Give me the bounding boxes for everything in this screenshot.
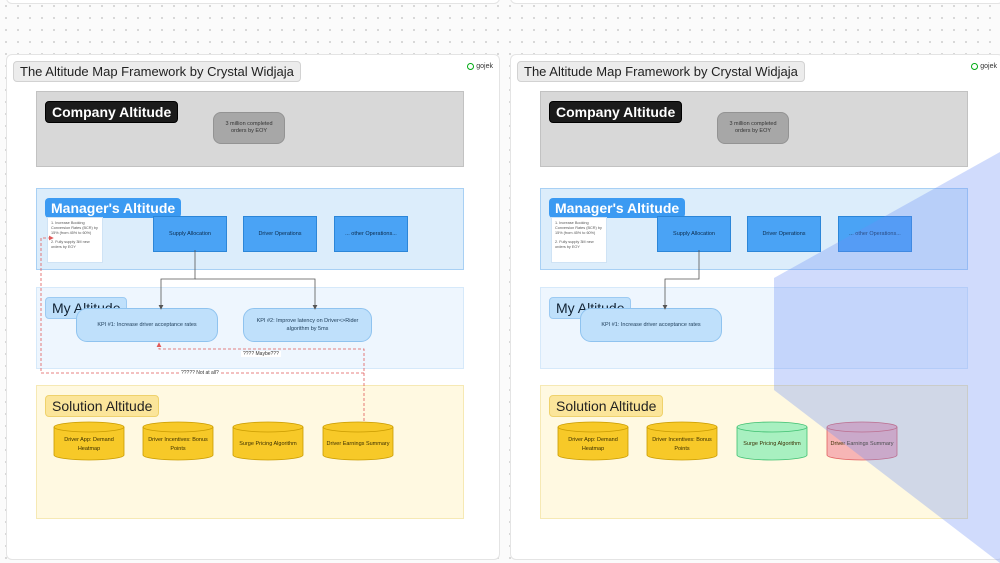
solution-item[interactable]: Surge Pricing Algorithm — [232, 421, 304, 462]
company-altitude-label: Company Altitude — [45, 101, 179, 123]
company-altitude-band: Company Altitude 3 million completed ord… — [540, 91, 968, 167]
manager-note-1: 1. Increase Booking Conversion Rates (BC… — [555, 221, 602, 235]
brand-logo: gojek — [467, 63, 493, 70]
cylinder-top — [736, 421, 808, 433]
cylinder-body — [646, 427, 718, 461]
solution-item-label: Driver Earnings Summary — [830, 441, 894, 448]
company-altitude-label: Company Altitude — [549, 101, 683, 123]
cylinder-body — [232, 427, 304, 461]
cylinder-top — [142, 421, 214, 433]
solution-item[interactable]: Driver App: Demand Heatmap — [557, 421, 629, 462]
solution-item-label: Driver Incentives: Bonus Points — [652, 437, 712, 452]
brand-name: gojek — [980, 63, 997, 70]
frame-altitude-map-2[interactable]: The Altitude Map Framework by Crystal Wi… — [510, 54, 1000, 560]
company-goal[interactable]: 3 million completed orders by EOY — [717, 112, 789, 144]
board-top-right — [510, 0, 1000, 4]
solution-altitude-label: Solution Altitude — [549, 395, 664, 417]
solution-item[interactable]: Driver Earnings Summary — [826, 421, 898, 462]
connector-label-not-at-all: ????? Not at all? — [179, 370, 221, 376]
kpi-2[interactable]: KPI #2: Improve latency on Driver<>Rider… — [243, 308, 372, 342]
solution-item-label: Driver Incentives: Bonus Points — [148, 437, 208, 452]
op-driver-operations[interactable]: Driver Operations — [243, 216, 317, 252]
solution-item[interactable]: Driver Earnings Summary — [322, 421, 394, 462]
solution-item-label: Surge Pricing Algorithm — [239, 441, 297, 448]
manager-note-1: 1. Increase Booking Conversion Rates (BC… — [51, 221, 98, 235]
cylinder-top — [232, 421, 304, 433]
cylinder-top — [646, 421, 718, 433]
cylinder-body — [557, 427, 629, 461]
gojek-logo-icon — [467, 63, 475, 70]
cylinder-top — [322, 421, 394, 433]
my-altitude-band: My Altitude KPI #1: Increase driver acce… — [540, 287, 968, 369]
cylinder-shape — [557, 421, 629, 461]
op-supply-allocation[interactable]: Supply Allocation — [657, 216, 731, 252]
cylinder-shape — [232, 421, 304, 461]
cylinder-shape — [736, 421, 808, 461]
manager-note-2: 2. Fully supply 3M new orders by EOY — [555, 239, 594, 249]
connector-label-maybe: ???? Maybe??? — [241, 351, 281, 357]
solution-item[interactable]: Surge Pricing Algorithm — [736, 421, 808, 462]
brand-name: gojek — [476, 63, 493, 70]
cylinder-body — [736, 427, 808, 461]
op-other-operations[interactable]: ... other Operations... — [838, 216, 912, 252]
cylinder-shape — [53, 421, 125, 461]
solution-item-label: Driver Earnings Summary — [326, 441, 390, 448]
cylinder-body — [142, 427, 214, 461]
cylinder-top — [557, 421, 629, 433]
solution-item[interactable]: Driver App: Demand Heatmap — [53, 421, 125, 462]
cylinder-top — [53, 421, 125, 433]
cylinder-top — [826, 421, 898, 433]
cylinder-shape — [826, 421, 898, 461]
manager-notes[interactable]: 1. Increase Booking Conversion Rates (BC… — [47, 217, 103, 263]
frame-altitude-map-1[interactable]: The Altitude Map Framework by Crystal Wi… — [6, 54, 500, 560]
cylinder-body — [826, 427, 898, 461]
kpi-1[interactable]: KPI #1: Increase driver acceptance rates — [580, 308, 722, 342]
solution-item-label: Surge Pricing Algorithm — [743, 441, 801, 448]
board-top-left — [6, 0, 500, 4]
solution-item[interactable]: Driver Incentives: Bonus Points — [142, 421, 214, 462]
gojek-logo-icon — [971, 63, 979, 70]
manager-note-2: 2. Fully supply 3M new orders by EOY — [51, 239, 90, 249]
manager-altitude-label: Manager's Altitude — [549, 198, 686, 218]
manager-altitude-label: Manager's Altitude — [45, 198, 182, 218]
cylinder-body — [322, 427, 394, 461]
solution-item[interactable]: Driver Incentives: Bonus Points — [646, 421, 718, 462]
manager-notes[interactable]: 1. Increase Booking Conversion Rates (BC… — [551, 217, 607, 263]
cylinder-shape — [322, 421, 394, 461]
solution-item-label: Driver App: Demand Heatmap — [568, 437, 618, 452]
op-supply-allocation[interactable]: Supply Allocation — [153, 216, 227, 252]
op-other-operations[interactable]: ... other Operations... — [334, 216, 408, 252]
solution-altitude-label: Solution Altitude — [45, 395, 160, 417]
cylinder-shape — [142, 421, 214, 461]
solution-altitude-band: Solution Altitude Driver App: Demand Hea… — [36, 385, 464, 519]
solution-altitude-band: Solution Altitude Driver App: Demand Hea… — [540, 385, 968, 519]
manager-altitude-band: Manager's Altitude 1. Increase Booking C… — [540, 188, 968, 270]
company-altitude-band: Company Altitude 3 million completed ord… — [36, 91, 464, 167]
kpi-1[interactable]: KPI #1: Increase driver acceptance rates — [76, 308, 218, 342]
manager-altitude-band: Manager's Altitude 1. Increase Booking C… — [36, 188, 464, 270]
solution-item-label: Driver App: Demand Heatmap — [64, 437, 114, 452]
cylinder-shape — [646, 421, 718, 461]
brand-logo: gojek — [971, 63, 997, 70]
cylinder-body — [53, 427, 125, 461]
op-driver-operations[interactable]: Driver Operations — [747, 216, 821, 252]
company-goal[interactable]: 3 million completed orders by EOY — [213, 112, 285, 144]
frame-title: The Altitude Map Framework by Crystal Wi… — [13, 61, 301, 82]
frame-title: The Altitude Map Framework by Crystal Wi… — [517, 61, 805, 82]
